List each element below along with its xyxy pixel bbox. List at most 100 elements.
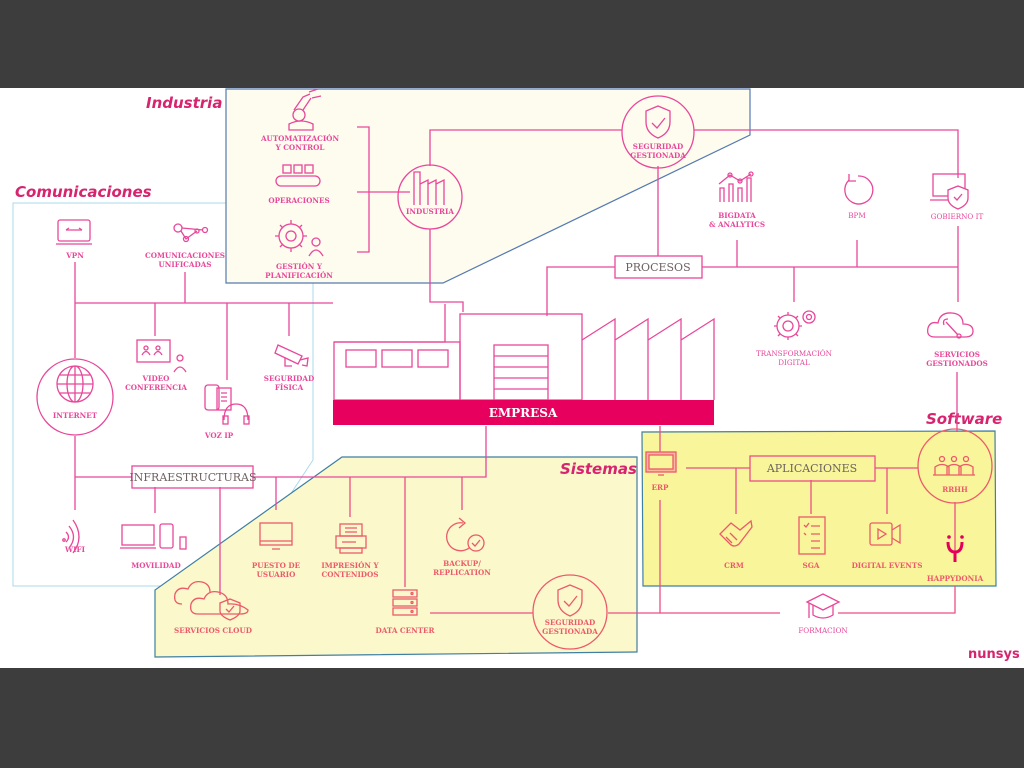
happydonia-item[interactable]: HAPPYDONIA [927, 535, 984, 583]
wifi-item[interactable]: WIFI [62, 519, 86, 554]
svg-text:OPERACIONES: OPERACIONES [268, 196, 329, 205]
laptop-shield-icon [930, 173, 969, 210]
svg-text:DIGITAL EVENTS: DIGITAL EVENTS [852, 561, 923, 570]
backup-item[interactable]: BACKUP/ REPLICATION [433, 517, 491, 577]
seguridad-gestionada-top[interactable]: SEGURIDAD GESTIONADA [621, 95, 695, 169]
cctv-camera-icon [274, 344, 309, 367]
svg-text:GESTIONADOS: GESTIONADOS [926, 359, 988, 368]
svg-text:VOZ IP: VOZ IP [204, 431, 234, 440]
seguridad-fisica-item[interactable]: SEGURIDAD FÍSICA [264, 344, 314, 392]
cloud-wrench-icon [927, 312, 974, 339]
data-center-item[interactable]: DATA CENTER [375, 589, 436, 635]
team-people-icon [933, 455, 975, 476]
diagram-slide: Industria Comunicaciones Sistemas Softwa… [0, 88, 1024, 668]
svg-text:TRANSFORMACIÓN: TRANSFORMACIÓN [756, 349, 832, 358]
procesos-box[interactable] [614, 255, 703, 279]
erp-item[interactable]: ERP [645, 451, 677, 492]
robot-arm-icon [288, 88, 322, 131]
monitor-icon [645, 451, 677, 476]
svg-text:INDUSTRIA: INDUSTRIA [406, 207, 454, 216]
shield-check-icon [557, 584, 583, 617]
business-map-diagram: Industria Comunicaciones Sistemas Softwa… [12, 88, 1020, 662]
handshake-icon [719, 519, 753, 547]
svg-text:IMPRESIÓN Y: IMPRESIÓN Y [321, 561, 379, 570]
internet-hub[interactable]: INTERNET [36, 358, 114, 436]
video-conferencia-item[interactable]: VIDEO CONFERENCIA [125, 339, 187, 392]
section-title-comunicaciones: Comunicaciones [15, 183, 152, 201]
network-nodes-icon [173, 223, 209, 243]
formacion-item[interactable]: FORMACION [798, 593, 848, 635]
seguridad-gestionada-bottom[interactable]: SEGURIDAD GESTIONADA [532, 574, 608, 650]
operaciones-item[interactable]: OPERACIONES [268, 164, 330, 205]
svg-text:SEGURIDAD: SEGURIDAD [633, 142, 683, 151]
servicios-gestionados-item[interactable]: SERVICIOS GESTIONADOS [926, 312, 988, 368]
svg-text:GOBIERNO IT: GOBIERNO IT [931, 212, 984, 221]
conveyor-icon [275, 164, 321, 187]
impresion-item[interactable]: IMPRESIÓN Y CONTENIDOS [321, 523, 379, 579]
servicios-cloud-item[interactable]: SERVICIOS CLOUD [174, 581, 252, 635]
svg-text:SERVICIOS CLOUD: SERVICIOS CLOUD [174, 626, 252, 635]
aplicaciones-box[interactable] [749, 455, 876, 482]
svg-text:BPM: BPM [848, 211, 865, 220]
gestion-item[interactable]: GESTIÓN Y PLANIFICACIÓN [265, 220, 333, 280]
svg-text:INTERNET: INTERNET [53, 411, 98, 420]
movilidad-item[interactable]: MOVILIDAD [120, 523, 187, 570]
phone-headset-icon [204, 384, 250, 425]
bpm-item[interactable]: BPM [844, 174, 874, 220]
svg-text:RRHH: RRHH [942, 485, 968, 494]
rrhh-hub[interactable]: RRHH [917, 428, 993, 504]
factory-icon [413, 171, 445, 205]
svg-text:BACKUP/: BACKUP/ [443, 559, 481, 568]
happydonia-logo-icon [946, 535, 964, 562]
globe-icon [56, 365, 94, 403]
digital-events-item[interactable]: DIGITAL EVENTS [852, 522, 923, 570]
infraestructuras-label: INFRAESTRUCTURAS [129, 471, 256, 484]
svg-text:SERVICIOS: SERVICIOS [934, 350, 980, 359]
procesos-label: PROCESOS [625, 261, 690, 274]
svg-text:CONFERENCIA: CONFERENCIA [125, 383, 187, 392]
crm-item[interactable]: CRM [719, 519, 753, 570]
puesto-usuario-item[interactable]: PUESTO DE USUARIO [252, 522, 301, 579]
server-rack-icon [392, 589, 418, 616]
svg-text:WIFI: WIFI [64, 545, 86, 554]
backup-check-icon [446, 517, 485, 552]
software-region [641, 430, 997, 587]
automatizacion-item[interactable]: AUTOMATIZACIÓN Y CONTROL [260, 88, 339, 152]
empresa-building [333, 304, 715, 401]
svg-text:ERP: ERP [652, 483, 669, 492]
svg-text:SGA: SGA [803, 561, 820, 570]
comunicaciones-unificadas-item[interactable]: COMUNICACIONES UNIFICADAS [145, 223, 225, 269]
svg-text:UNIFICADAS: UNIFICADAS [159, 260, 212, 269]
svg-text:BIGDATA: BIGDATA [718, 211, 756, 220]
industria-hub[interactable]: INDUSTRIA [397, 164, 463, 230]
voz-ip-item[interactable]: VOZ IP [204, 384, 250, 440]
svg-text:FORMACION: FORMACION [798, 626, 847, 635]
svg-text:SEGURIDAD: SEGURIDAD [545, 618, 595, 627]
svg-text:FÍSICA: FÍSICA [275, 383, 304, 392]
nunsys-logo: nunsys [968, 647, 1020, 662]
svg-text:HAPPYDONIA: HAPPYDONIA [927, 574, 984, 583]
infraestructuras-box[interactable] [131, 465, 254, 489]
connector-lines [74, 126, 959, 614]
sga-item[interactable]: SGA [798, 516, 826, 570]
svg-text:CRM: CRM [724, 561, 744, 570]
vpn-item[interactable]: VPN [56, 219, 92, 260]
svg-text:VIDEO: VIDEO [142, 374, 170, 383]
svg-text:CONTENIDOS: CONTENIDOS [322, 570, 379, 579]
empresa-bar[interactable] [333, 400, 714, 425]
svg-text:PLANIFICACIÓN: PLANIFICACIÓN [265, 271, 333, 280]
section-title-sistemas: Sistemas [560, 460, 637, 478]
video-call-icon [136, 339, 187, 373]
graduation-cap-icon [805, 593, 841, 619]
laptop-arrows-icon [56, 219, 92, 245]
aplicaciones-label: APLICACIONES [766, 462, 857, 475]
gobierno-it-item[interactable]: GOBIERNO IT [930, 173, 984, 221]
svg-text:DATA CENTER: DATA CENTER [375, 626, 435, 635]
cloud-shield-icon [174, 581, 249, 621]
devices-icon [120, 523, 187, 550]
transformacion-item[interactable]: TRANSFORMACIÓN DIGITAL [756, 310, 832, 367]
gear-person-icon [275, 220, 324, 257]
section-title-industria: Industria [146, 94, 222, 112]
svg-text:VPN: VPN [65, 251, 84, 260]
bigdata-item[interactable]: BIGDATA & ANALYTICS [709, 171, 765, 229]
